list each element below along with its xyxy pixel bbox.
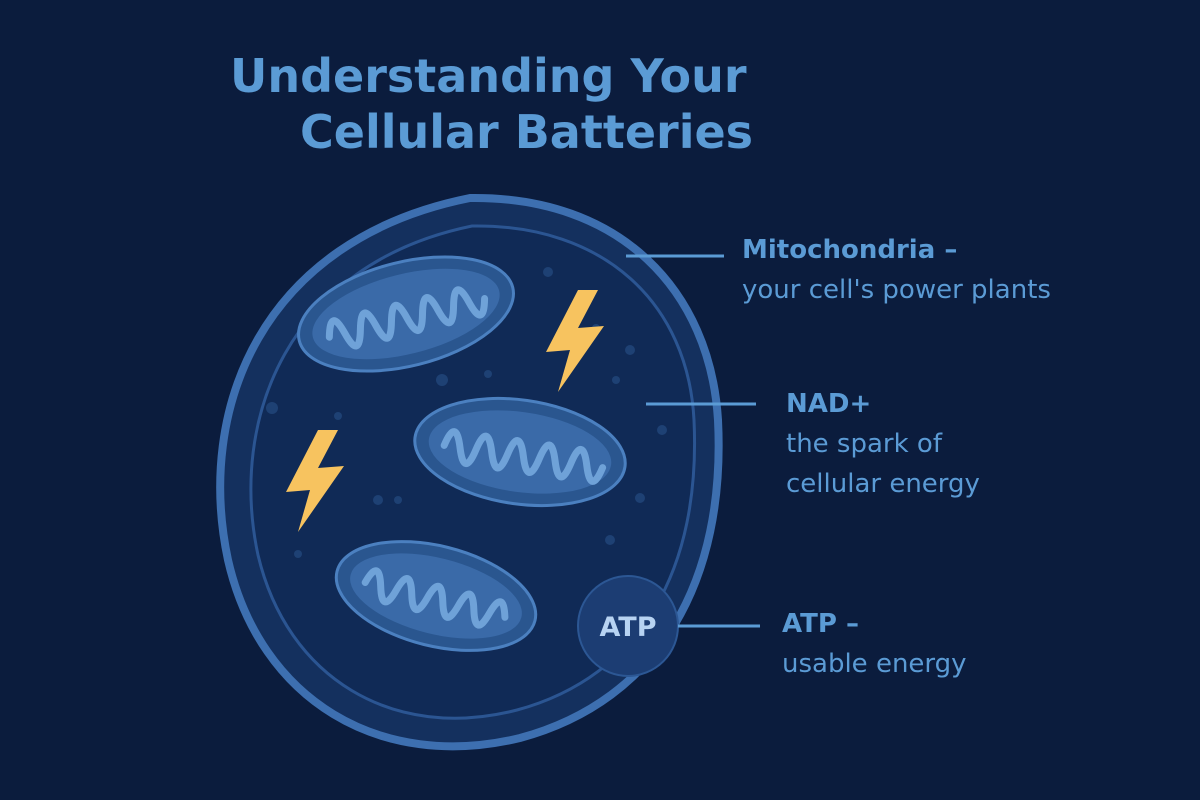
atp-badge-label: ATP [599, 612, 656, 643]
label-nad-desc-1: the spark of [786, 429, 942, 459]
cytoplasm-particles [266, 267, 667, 558]
label-mitochondria-title: Mitochondria – [742, 235, 958, 265]
mitochondrion-bottom [334, 540, 538, 652]
label-mitochondria-desc: your cell's power plants [742, 275, 1051, 305]
lightning-bolt-icon [286, 430, 344, 532]
label-nad: NAD+ the spark of cellular energy [786, 384, 980, 504]
page-title-line-1: Understanding Your [230, 49, 747, 103]
label-atp-title: ATP – [782, 609, 859, 639]
mitochondrion-middle [413, 396, 627, 508]
label-nad-title: NAD+ [786, 389, 872, 419]
label-atp: ATP – usable energy [782, 604, 967, 684]
lightning-bolt-icon [546, 290, 604, 392]
label-nad-desc-2: cellular energy [786, 469, 980, 499]
label-mitochondria: Mitochondria – your cell's power plants [742, 230, 1051, 310]
mitochondrion-top [297, 255, 515, 373]
page-title-line-2: Cellular Batteries [300, 105, 754, 159]
label-atp-desc: usable energy [782, 649, 967, 679]
